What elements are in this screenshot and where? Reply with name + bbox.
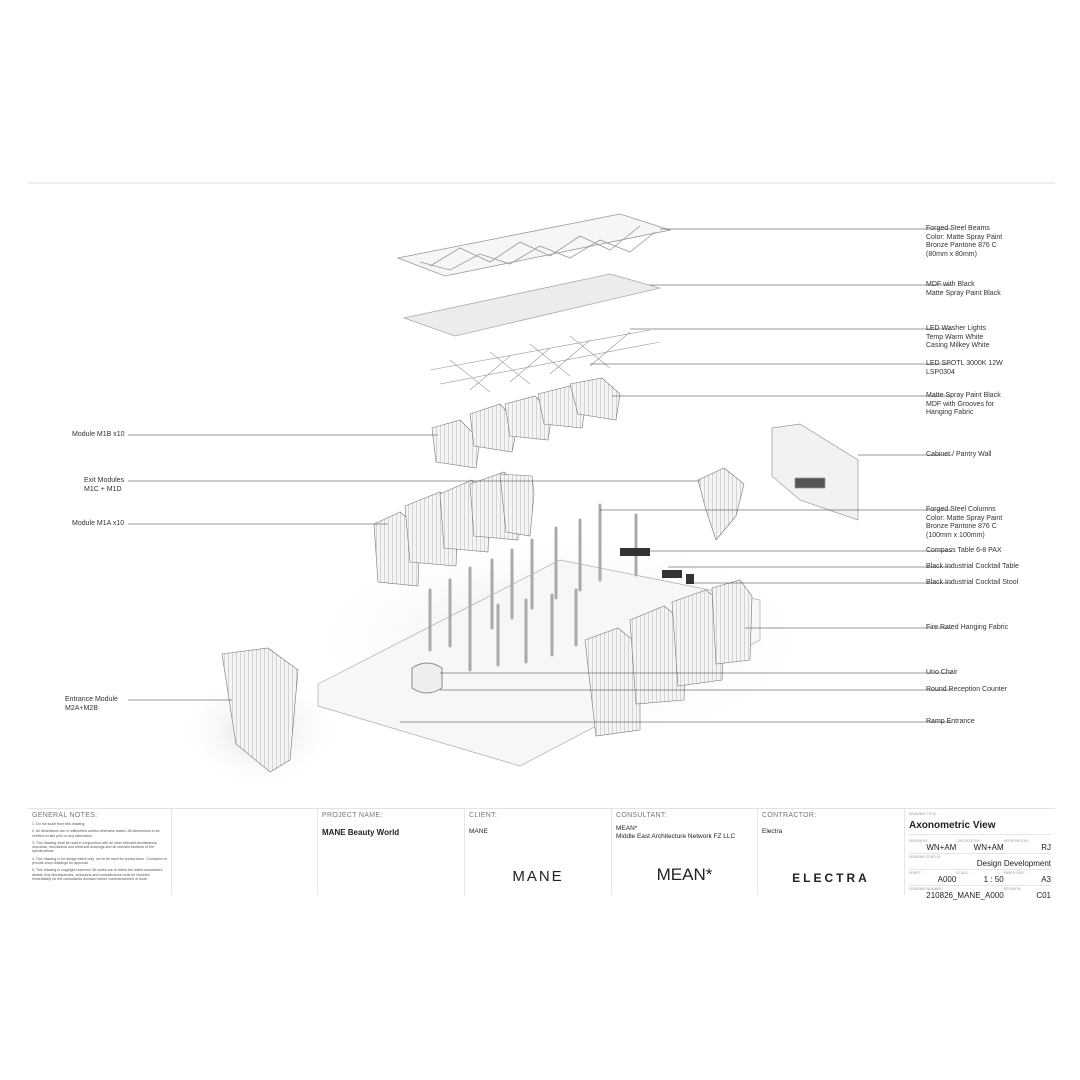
reception-counter [411, 662, 443, 694]
revision-heading: REVISION: [1003, 887, 1022, 891]
leader-lines [128, 228, 952, 723]
checked-by-heading: CHECKED BY: [956, 839, 980, 843]
module-m1a [373, 471, 535, 587]
approved-by-heading: APPROVED BY: [1003, 839, 1030, 843]
note: 1. Do not scale from this drawing. [32, 822, 86, 826]
drawn-by: WN+AM [926, 843, 957, 852]
drawn-by-heading: DRAWN BY: [909, 839, 929, 843]
steel-columns [428, 503, 638, 672]
label-cocktail-stool: Black Industrial Cocktail Stool [926, 579, 1019, 586]
mdf-panel [402, 273, 661, 337]
floor-platform [317, 559, 761, 767]
title-heading: DRAWING TITLE: [909, 812, 938, 816]
client-heading: CLIENT: [469, 812, 498, 819]
scale-heading: SCALE: [956, 871, 969, 875]
label-ramp: Ramp Entrance [926, 718, 975, 725]
project-heading: PROJECT NAME: [322, 812, 383, 819]
project-cell: PROJECT NAME: MANE Beauty World [318, 809, 465, 895]
note: 2. All dimensions are in millimeters unl… [32, 829, 160, 838]
label-matte-mdf: Matte Spray Paint Black MDF with Grooves… [926, 392, 1001, 416]
label-steel-columns: Forged Steel Columns Color: Matte Spray … [926, 506, 1003, 539]
label-cabinet: Cabinet / Pantry Wall [926, 451, 992, 458]
label-mdf: MDF with Black Matte Spray Paint Black [926, 281, 1001, 297]
contractor-name: Electra [762, 828, 783, 835]
label-led-spot: LED SPOTL 3000K 12W LSP0304 [926, 360, 1003, 376]
label-cocktail-table: Black Industrial Cocktail Table [926, 563, 1019, 570]
sheet: A000 [937, 875, 957, 884]
note: 5. This drawing is copyright reserved. A… [32, 868, 163, 881]
number-heading: DRAWING NUMBER: [909, 887, 943, 891]
blank-cell [172, 809, 318, 895]
project-name: MANE Beauty World [322, 828, 400, 837]
led-lights-grid [429, 329, 661, 393]
label-uno-chair: Uno Chair [926, 669, 958, 676]
consultant-heading: CONSULTANT: [616, 812, 667, 819]
entrance-module [221, 647, 299, 773]
status-heading: DRAWING STATUS: [909, 855, 942, 859]
consultant-cell: CONSULTANT: MEAN* Middle East Architectu… [612, 809, 758, 895]
exit-modules [697, 467, 745, 541]
client-name: MANE [469, 828, 488, 835]
label-hanging-fabric: Fire Rated Hanging Fabric [926, 624, 1009, 631]
drawing-number: 210826_MANE_A000 [926, 891, 1004, 900]
drawing-status: Design Development [976, 859, 1051, 868]
title-block: GENERAL NOTES: 1. Do not scale from this… [28, 808, 1055, 900]
label-exit-modules: Exit Modules M1C + M1D [84, 477, 125, 493]
label-led-washer: LED Washer Lights Temp Warm White Casing… [926, 325, 990, 349]
label-steel-beams: Forged Steel Beams Color: Matte Spray Pa… [926, 225, 1003, 258]
label-m1a: Module M1A x10 [72, 520, 125, 527]
revision: C01 [1036, 891, 1051, 900]
client-cell: CLIENT: MANE MANE [465, 809, 612, 895]
notes-heading: GENERAL NOTES: [32, 812, 98, 819]
drawing-title: Axonometric View [909, 820, 1051, 835]
contractor-heading: CONTRACTOR: [762, 812, 817, 819]
paper-size: A3 [1041, 875, 1051, 884]
label-entrance: Entrance Module M2A+M2B [65, 696, 118, 712]
contractor-cell: CONTRACTOR: Electra ELECTRA [758, 809, 905, 895]
sheet-heading: SHEET: [909, 871, 922, 875]
label-compass-table: Compass Table 6-8 PAX [926, 547, 1002, 554]
steel-beams [396, 213, 672, 277]
note: 3. This drawing shall be read in conjunc… [32, 840, 158, 854]
note: 4. This drawing is for design intent onl… [32, 856, 167, 866]
module-m1b [431, 377, 621, 469]
scale: 1 : 50 [983, 875, 1004, 884]
approved-by: RJ [1041, 843, 1051, 852]
general-notes: GENERAL NOTES: 1. Do not scale from this… [28, 809, 172, 895]
mane-logo: MANE [512, 868, 564, 885]
cabinet-wall [771, 423, 859, 521]
electra-logo: ELECTRA [792, 871, 870, 885]
mean-logo: MEAN* [656, 865, 713, 884]
fabric-modules-front [584, 579, 753, 737]
paper-heading: PAPER SIZE: [1003, 871, 1025, 875]
consultant-name: MEAN* Middle East Architecture Network F… [616, 825, 736, 840]
furniture [620, 548, 694, 584]
label-reception: Round Reception Counter [926, 686, 1007, 693]
label-m1b: Module M1B x10 [72, 431, 125, 438]
drawing-info: DRAWING TITLE: Axonometric View DRAWN BY… [905, 809, 1055, 900]
checked-by: WN+AM [973, 843, 1004, 852]
